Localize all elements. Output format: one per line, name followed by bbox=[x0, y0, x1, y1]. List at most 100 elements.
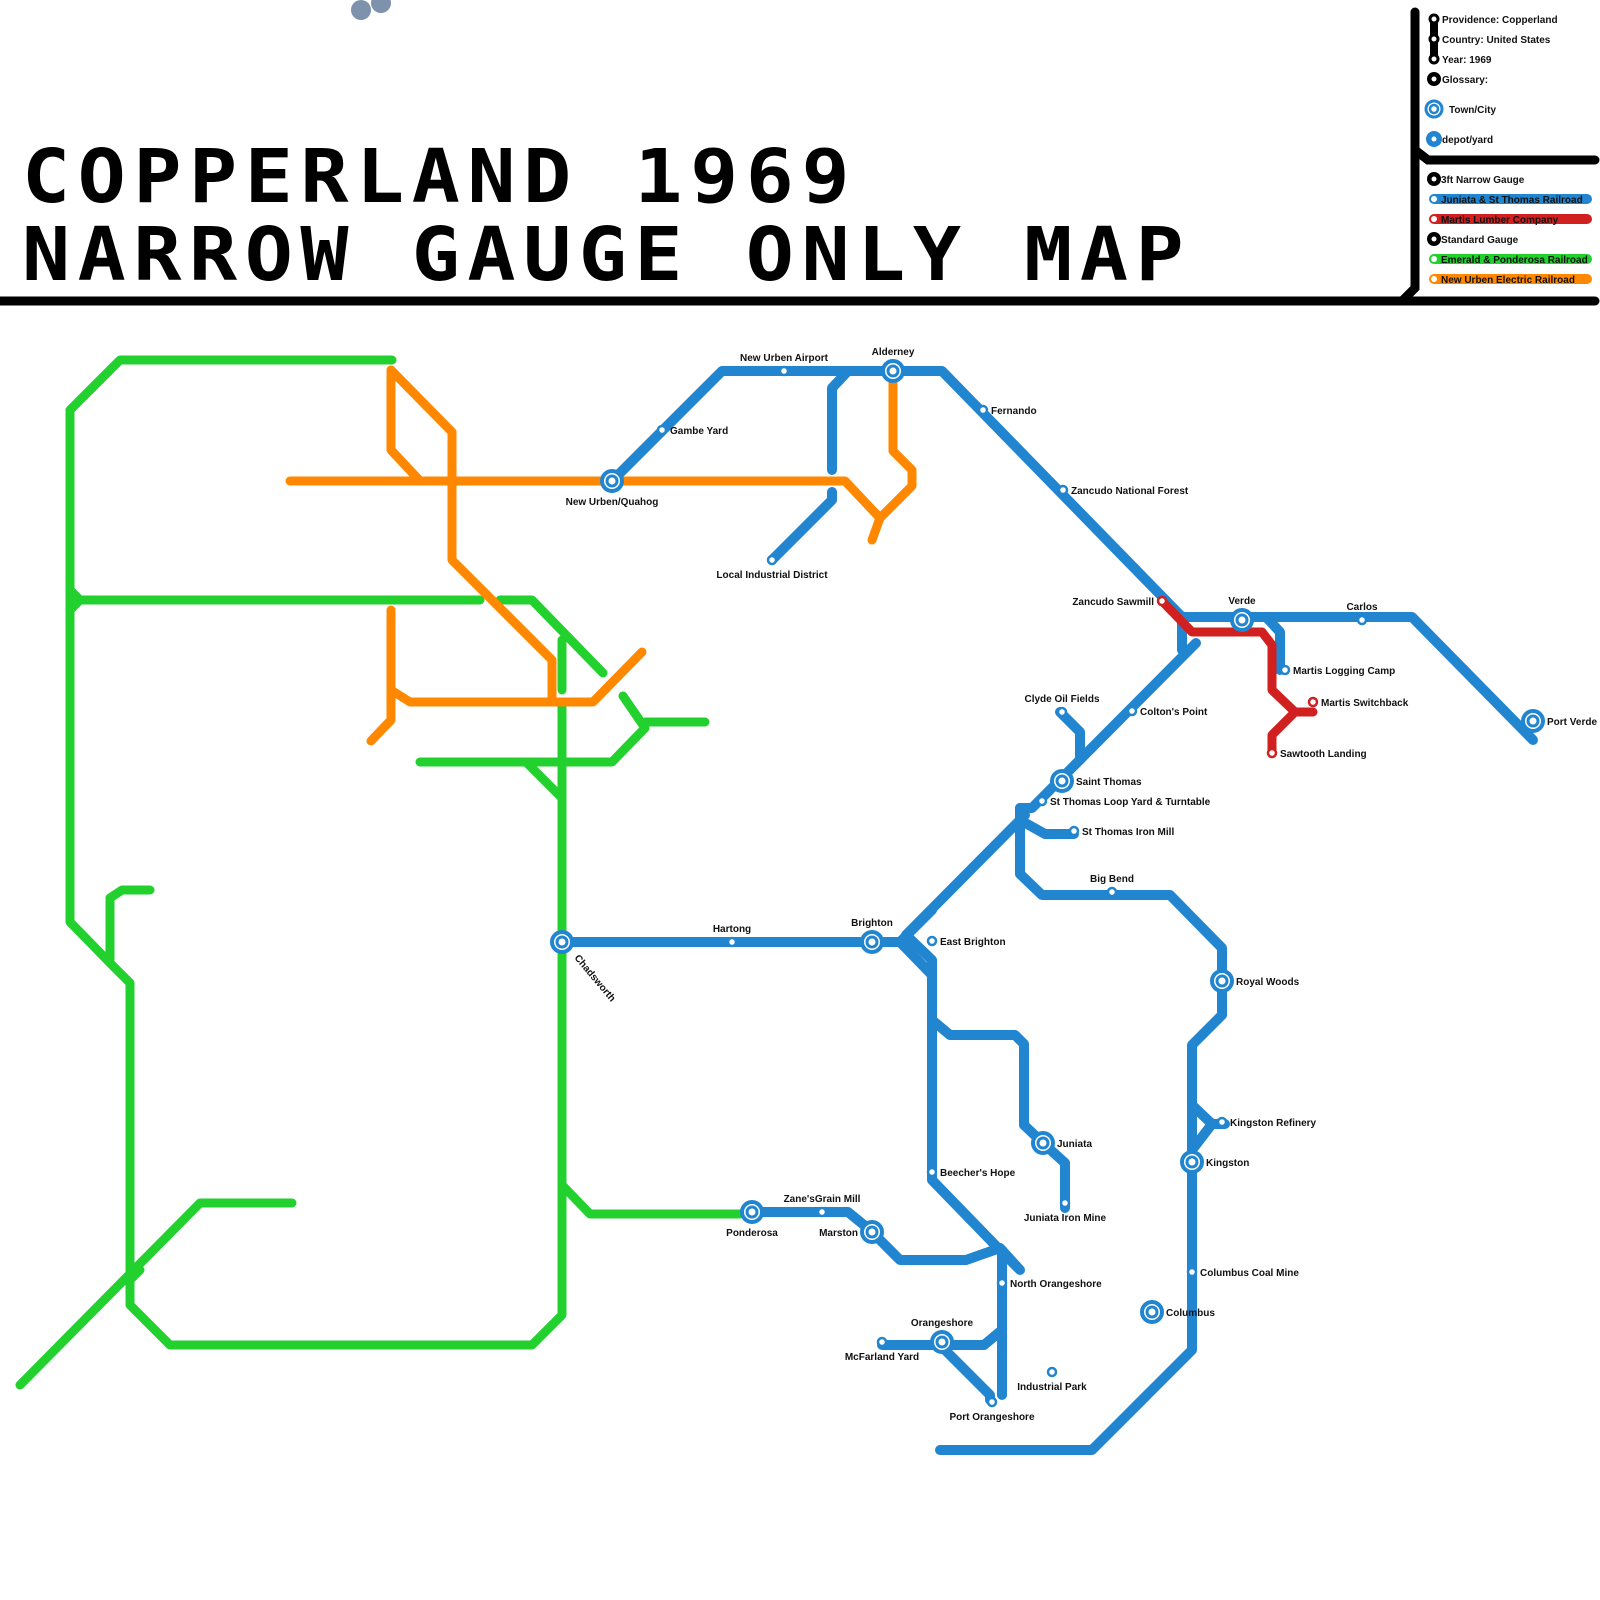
station[interactable]: Columbus bbox=[1140, 1300, 1215, 1324]
legend-line-dot bbox=[1431, 276, 1437, 282]
station[interactable]: Colton's Point bbox=[1126, 705, 1208, 718]
depot-yard-icon bbox=[816, 1206, 828, 1218]
station[interactable]: New Urben/Quahog bbox=[566, 469, 659, 508]
line-martis-lumber bbox=[1157, 596, 1318, 758]
station-label: Industrial Park bbox=[1017, 1382, 1087, 1393]
map-title-line-1: COPPERLAND 1969 bbox=[22, 134, 858, 220]
station[interactable]: Zancudo National Forest bbox=[1057, 484, 1189, 497]
station[interactable]: Martis Switchback bbox=[1307, 696, 1409, 709]
station[interactable]: Industrial Park bbox=[1017, 1366, 1087, 1393]
legend-line-swatch bbox=[1429, 254, 1592, 264]
station-label: Brighton bbox=[851, 918, 893, 929]
town-city-icon-inner bbox=[865, 1225, 879, 1239]
station[interactable]: Hartong bbox=[713, 924, 751, 948]
station[interactable]: East Brighton bbox=[926, 935, 1006, 948]
depot-yard-icon bbox=[778, 365, 790, 377]
legend-line-swatch bbox=[1429, 194, 1592, 204]
station[interactable]: Marston bbox=[819, 1220, 884, 1244]
line-emerald-ponderosa bbox=[15, 355, 745, 1390]
depot-yard-icon bbox=[986, 1396, 998, 1408]
station[interactable]: Clyde Oil Fields bbox=[1024, 694, 1100, 718]
depot-yard-icon bbox=[1126, 705, 1138, 717]
legend-divider bbox=[1410, 145, 1600, 165]
station[interactable]: Martis Logging Camp bbox=[1279, 664, 1395, 677]
legend-line-swatch bbox=[1429, 274, 1592, 284]
station[interactable]: Carlos bbox=[1346, 602, 1378, 626]
depot-yard-icon bbox=[1046, 1366, 1058, 1378]
station[interactable]: Port Orangeshore bbox=[949, 1396, 1035, 1423]
depot-yard-icon bbox=[1056, 706, 1068, 718]
station[interactable]: Verde bbox=[1228, 596, 1256, 632]
station[interactable]: Sawtooth Landing bbox=[1266, 747, 1367, 760]
depot-yard-icon bbox=[1057, 484, 1069, 496]
station[interactable]: Ponderosa bbox=[726, 1200, 778, 1239]
station[interactable]: Orangeshore bbox=[911, 1318, 974, 1354]
gauge-group-icon-dot bbox=[1431, 236, 1437, 242]
legend-symbol-label: Town/City bbox=[1449, 105, 1496, 116]
station-label: Gambe Yard bbox=[670, 426, 728, 437]
town-city-icon-inner bbox=[1145, 1305, 1159, 1319]
station-label: Local Industrial District bbox=[716, 570, 828, 581]
station[interactable]: Royal Woods bbox=[1210, 969, 1300, 993]
station[interactable]: Fernando bbox=[977, 404, 1037, 417]
station[interactable]: Alderney bbox=[872, 347, 915, 383]
station[interactable]: Zancudo Sawmill bbox=[1072, 595, 1168, 608]
legend-info-label: Country: United States bbox=[1442, 35, 1551, 46]
station[interactable]: St Thomas Loop Yard & Turntable bbox=[1036, 795, 1211, 808]
station-label: Columbus Coal Mine bbox=[1200, 1268, 1299, 1279]
station-label: Fernando bbox=[991, 406, 1037, 417]
station-label: Royal Woods bbox=[1236, 977, 1300, 988]
depot-yard-icon bbox=[876, 1336, 888, 1348]
town-city-icon-inner bbox=[745, 1205, 759, 1219]
station-label: Zane'sGrain Mill bbox=[784, 1194, 861, 1205]
station[interactable]: Juniata bbox=[1031, 1131, 1092, 1155]
town-city-icon-inner bbox=[1036, 1136, 1050, 1150]
legend-info-label: Providence: Copperland bbox=[1442, 15, 1558, 26]
station[interactable]: Local Industrial District bbox=[716, 554, 828, 581]
station[interactable]: Big Bend bbox=[1090, 874, 1134, 898]
station-label: Beecher's Hope bbox=[940, 1168, 1016, 1179]
station-label: Columbus bbox=[1166, 1308, 1215, 1319]
station[interactable]: North Orangeshore bbox=[996, 1277, 1102, 1290]
depot-yard-icon bbox=[656, 424, 668, 436]
depot-yard-icon bbox=[1216, 1116, 1228, 1128]
depot-yard-icon bbox=[926, 1166, 938, 1178]
depot-yard-icon bbox=[1307, 696, 1319, 708]
frame bbox=[0, 7, 1600, 306]
station-label: Chadsworth bbox=[572, 953, 618, 1004]
station-label: Colton's Point bbox=[1140, 707, 1208, 718]
depot-yard-icon bbox=[726, 936, 738, 948]
legend-line-label: Martis Lumber Company bbox=[1441, 215, 1559, 226]
station-label: Saint Thomas bbox=[1076, 777, 1142, 788]
station[interactable]: Zane'sGrain Mill bbox=[784, 1194, 861, 1218]
station[interactable]: Gambe Yard bbox=[656, 424, 728, 437]
station[interactable]: Columbus Coal Mine bbox=[1186, 1266, 1299, 1279]
legend-info-dot bbox=[1428, 33, 1440, 45]
station[interactable]: Juniata Iron Mine bbox=[1024, 1197, 1107, 1224]
station[interactable]: Kingston Refinery bbox=[1216, 1116, 1317, 1129]
station[interactable]: Brighton bbox=[851, 918, 893, 954]
station-label: New Urben/Quahog bbox=[566, 497, 659, 508]
line-new-urben-electric bbox=[285, 365, 917, 746]
town-city-icon-inner bbox=[1235, 613, 1249, 627]
gauge-group-icon-dot bbox=[1431, 176, 1437, 182]
station[interactable]: Kingston bbox=[1180, 1150, 1249, 1174]
depot-yard-icon-dot bbox=[1431, 136, 1437, 142]
depot-yard-icon bbox=[1036, 795, 1048, 807]
station[interactable]: McFarland Yard bbox=[845, 1336, 919, 1363]
station-label: Clyde Oil Fields bbox=[1024, 694, 1099, 705]
station[interactable]: Port Verde bbox=[1521, 709, 1597, 733]
gauge-group-label: Standard Gauge bbox=[1441, 235, 1519, 246]
legend-info-dot bbox=[1428, 13, 1440, 25]
station[interactable]: St Thomas Iron Mill bbox=[1068, 825, 1174, 838]
station[interactable]: Beecher's Hope bbox=[926, 1166, 1016, 1179]
station[interactable]: New Urben Airport bbox=[740, 353, 829, 377]
glossary-icon-dot bbox=[1431, 76, 1437, 82]
station-label: Kingston Refinery bbox=[1230, 1118, 1317, 1129]
station-label: Carlos bbox=[1346, 602, 1378, 613]
legend-line-dot bbox=[1431, 196, 1437, 202]
station[interactable]: Saint Thomas bbox=[1050, 769, 1142, 793]
legend-line-label: New Urben Electric Railroad bbox=[1441, 275, 1575, 286]
